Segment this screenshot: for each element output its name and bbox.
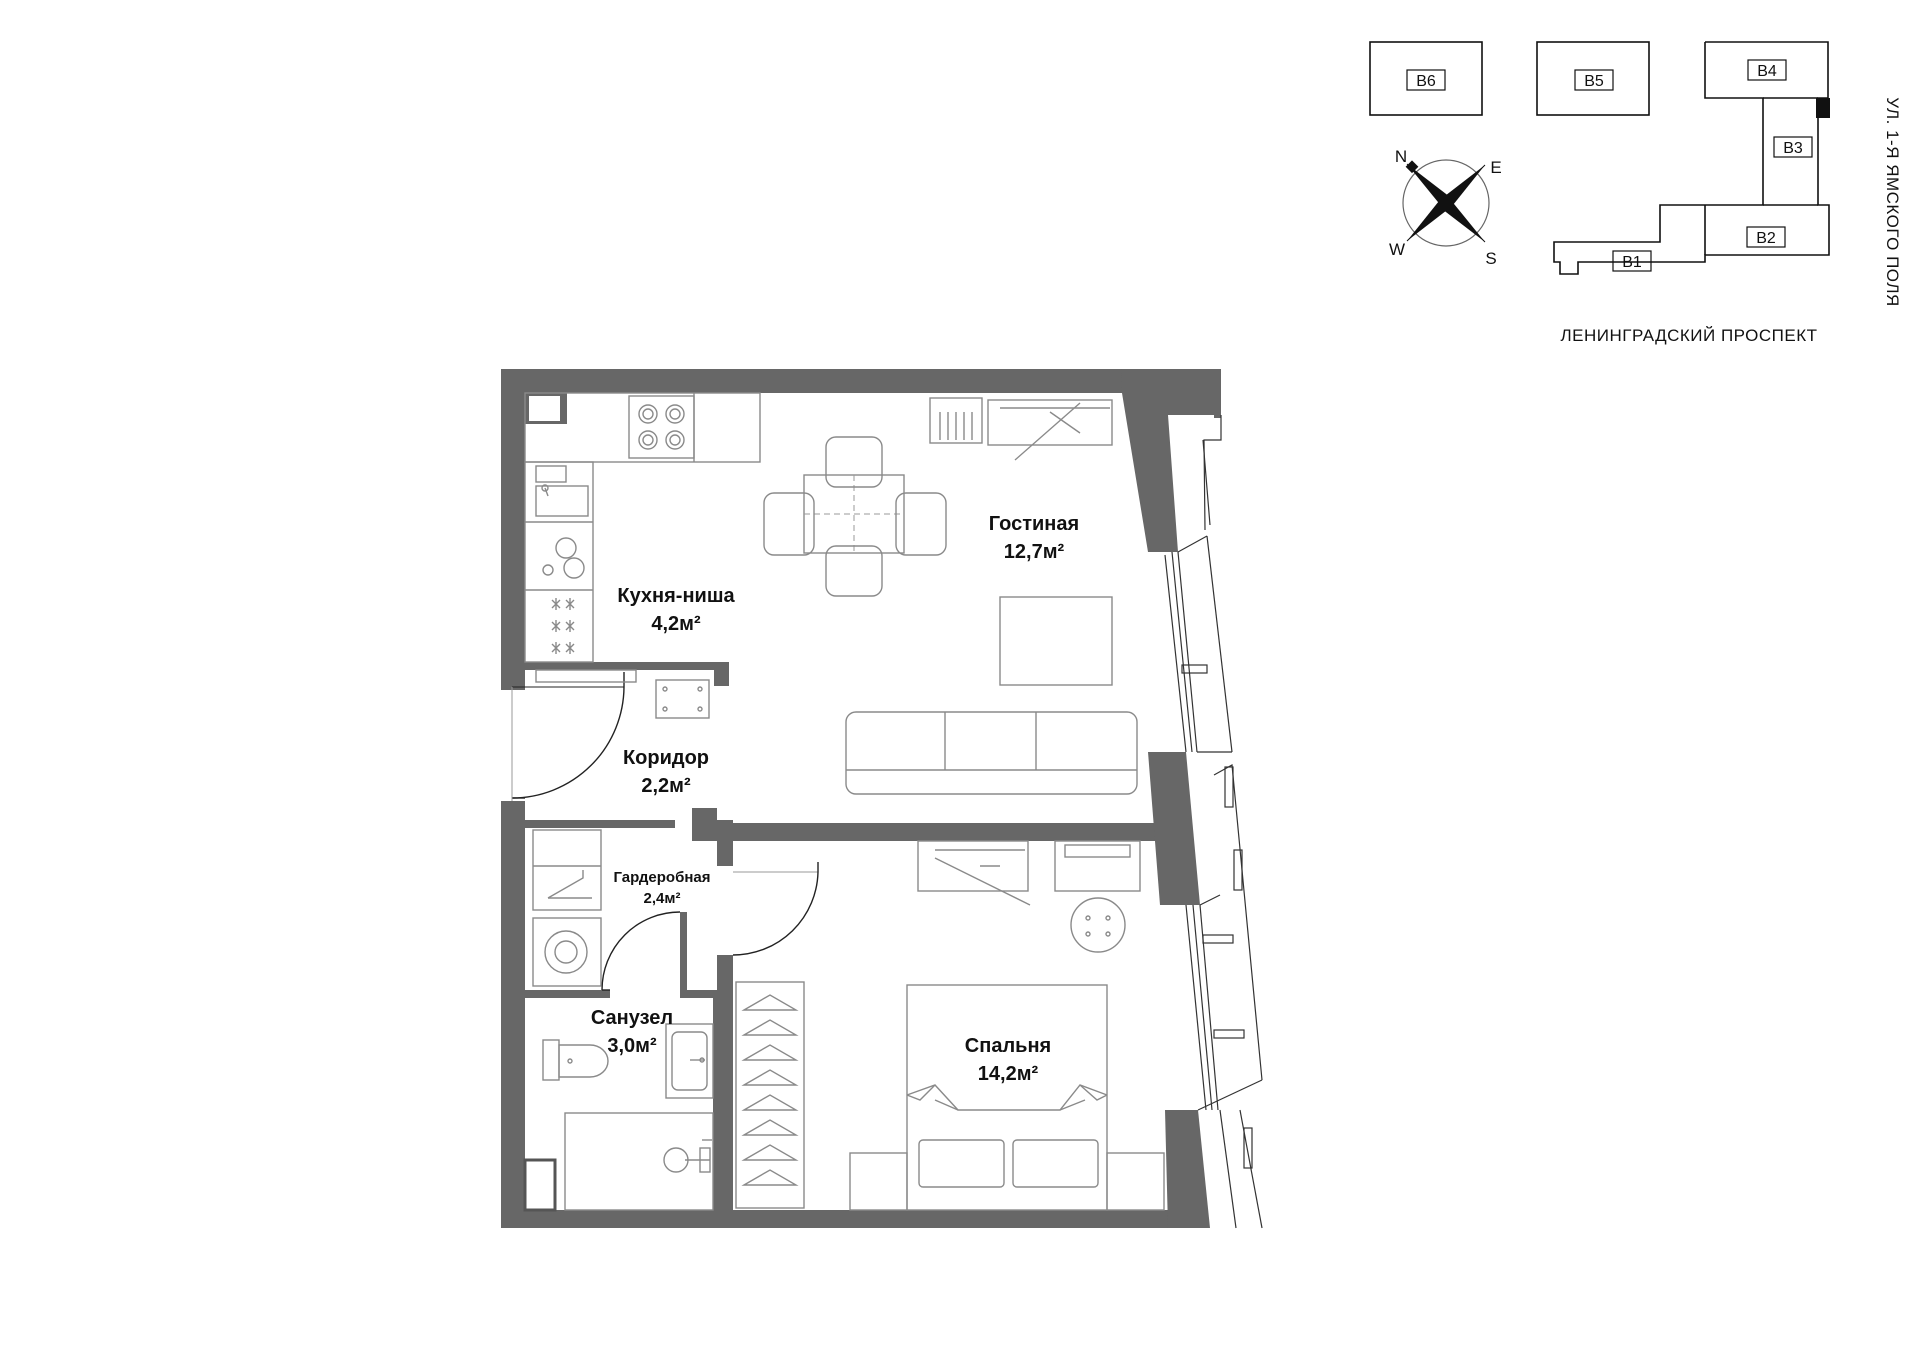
bedroom-wardrobe (735, 981, 805, 1209)
bedroom-tv-stand (917, 840, 1029, 892)
room-area-bathroom: 3,0м² (607, 1035, 657, 1057)
building-b3-label: В3 (1783, 140, 1803, 157)
wardrobe-room-furniture (532, 829, 602, 987)
street-label-yamskogo: УЛ. 1-Я ЯМСКОГО ПОЛЯ (1883, 97, 1902, 306)
walls (501, 369, 1221, 1228)
hanger-icons (741, 994, 799, 1186)
fridge-icon (551, 598, 575, 654)
building-b1-label: В1 (1622, 254, 1642, 271)
building-b6-tag (1406, 69, 1446, 91)
doors (511, 672, 819, 991)
kitchen-sink (535, 465, 567, 483)
building-b5-outline (1536, 41, 1650, 116)
room-name-wardrobe: Гардеробная (613, 869, 710, 886)
cooktop-burner-icon (638, 404, 658, 424)
hanger-icon (547, 870, 584, 899)
room-name-corridor: Коридор (623, 747, 709, 769)
room-name-bedroom: Спальня (965, 1035, 1051, 1057)
tv-stand (987, 399, 1113, 446)
street-label-leningradsky: ЛЕНИНГРАДСКИЙ ПРОСПЕКТ (1561, 326, 1818, 345)
room-area-bedroom: 14,2м² (978, 1063, 1039, 1085)
kitchen-counter-top (524, 392, 761, 463)
nightstand (849, 1152, 908, 1211)
room-area-living: 12,7м² (1004, 541, 1065, 563)
dining-chair (825, 436, 883, 488)
room-name-kitchen: Кухня-ниша (617, 585, 735, 607)
building-b5-label: В5 (1584, 73, 1604, 90)
building-b6-label: В6 (1416, 73, 1436, 90)
living-shelf (929, 397, 983, 444)
building-b2-label: В2 (1756, 230, 1776, 247)
site-plan: В6 В5 В4 В3 В2 В1 ЛЕНИНГРАДСКИЙ ПРОСПЕКТ… (1369, 41, 1902, 345)
room-labels: Гостиная 12,7м² Кухня-ниша 4,2м² Коридор… (591, 513, 1079, 1085)
building-b4-label: В4 (1757, 63, 1777, 80)
shower-drain-icon (663, 1147, 689, 1173)
facade-glazing (1164, 415, 1263, 1229)
room-name-living: Гостиная (989, 513, 1079, 535)
corridor-shoe-cabinet (655, 679, 710, 719)
room-area-kitchen: 4,2м² (651, 613, 701, 635)
double-bed (906, 984, 1108, 1211)
building-b6-outline (1369, 41, 1483, 116)
building-complex-outline (1553, 41, 1830, 275)
kitchen-counter-left (524, 461, 594, 663)
compass-rose: N E S W (1389, 147, 1502, 268)
living-furniture (763, 397, 1138, 795)
wardrobe-shelf (532, 829, 602, 911)
kitchen-furniture (524, 392, 761, 719)
room-area-corridor: 2,2м² (641, 775, 691, 797)
compass-letter-n: N (1395, 147, 1407, 166)
coffee-table (999, 596, 1113, 686)
bedroom-door-swing (732, 871, 819, 956)
bedroom-stool (1070, 897, 1126, 953)
room-name-bathroom: Санузел (591, 1007, 673, 1029)
bathroom-furniture (542, 1023, 714, 1211)
room-area-wardrobe: 2,4м² (644, 890, 681, 907)
kitchen-appliance-icon (555, 537, 577, 559)
compass-letter-w: W (1389, 240, 1405, 259)
washing-machine (532, 917, 602, 987)
building-b5-tag (1574, 69, 1614, 91)
entrance-door-swing (511, 686, 625, 799)
cooktop (628, 395, 695, 459)
bathroom-sink (665, 1023, 714, 1099)
bed-pillow (918, 1139, 1005, 1188)
bedroom-furniture (735, 840, 1165, 1211)
toilet (542, 1039, 560, 1081)
washing-machine-drum-icon (554, 940, 578, 964)
compass-letter-s: S (1485, 249, 1496, 268)
wardrobe-door-swing (601, 911, 681, 991)
bathtub (564, 1112, 714, 1211)
bedroom-desk (1054, 840, 1141, 892)
apartment-location-marker (1816, 98, 1830, 118)
sofa (845, 711, 1138, 795)
compass-letter-e: E (1490, 158, 1501, 177)
compass-circle (1402, 159, 1490, 247)
